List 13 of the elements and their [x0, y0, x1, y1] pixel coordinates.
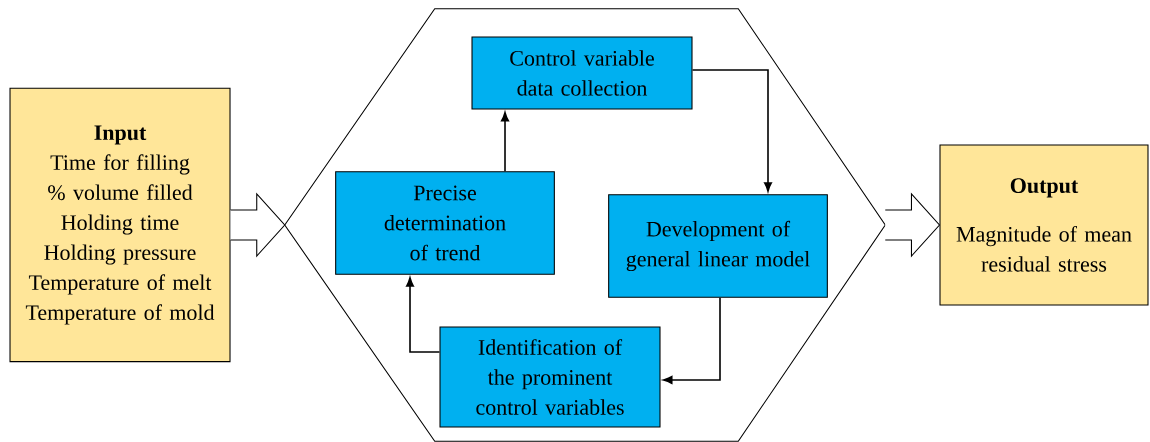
block-arrow: [230, 192, 286, 258]
hexagon: [284, 8, 886, 442]
process-box: Control variable data collection: [471, 36, 693, 110]
block-arrow: [884, 192, 941, 258]
output-box: Output Magnitude of mean residual stress: [939, 144, 1149, 306]
arrow: [691, 69, 773, 192]
process-box: Precise determination of trend: [335, 171, 555, 275]
arrow: [500, 111, 510, 172]
process-box: Identification of the prominent control variables: [439, 326, 661, 428]
arrow: [662, 297, 721, 385]
input-box: Input Time for filling % volume filled Holding time Holding pressure Temperature of melt Temperature of mold: [9, 87, 231, 363]
arrow: [405, 277, 441, 353]
process-box: Development of general linear model: [608, 194, 828, 298]
